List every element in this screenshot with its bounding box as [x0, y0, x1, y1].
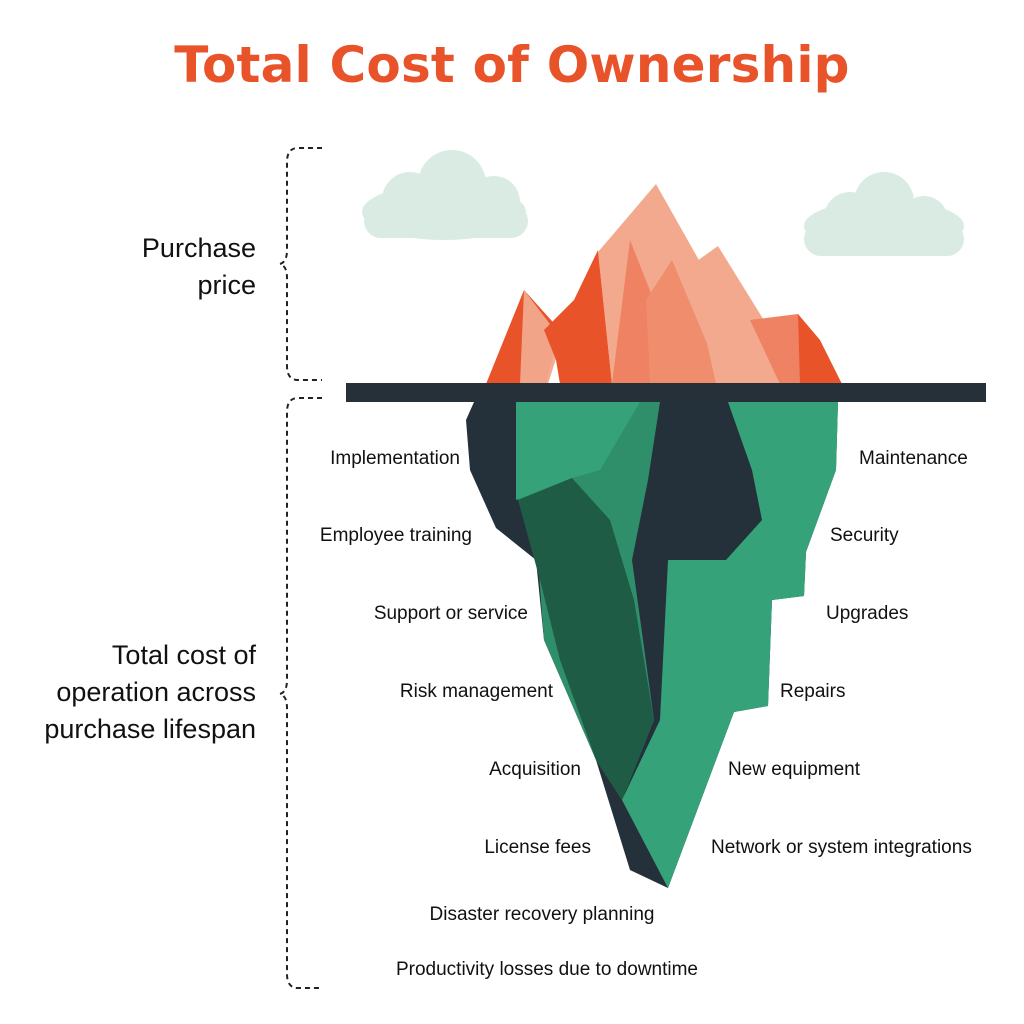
cost-item-right: New equipment	[728, 759, 861, 780]
section-label-line: Purchase	[141, 233, 256, 263]
iceberg-underwater	[466, 402, 838, 888]
cloud-right	[804, 172, 964, 256]
cost-item-right: Repairs	[780, 681, 846, 702]
section-label-line: purchase lifespan	[44, 714, 256, 744]
cost-item-left: License fees	[484, 837, 591, 858]
cost-item-right: Maintenance	[859, 448, 968, 469]
cost-item-left: Employee training	[319, 525, 472, 546]
bracket-top	[276, 147, 322, 381]
cloud-left	[362, 150, 528, 240]
section-label-line: price	[197, 270, 256, 300]
cost-item-right: Security	[830, 525, 899, 546]
page-title: Total Cost of Ownership	[174, 36, 850, 94]
water-line	[346, 383, 986, 402]
cost-item-left: Support or service	[373, 603, 528, 624]
cost-item-left: Implementation	[330, 448, 460, 469]
iceberg-tip	[486, 184, 842, 384]
cost-item-right: Upgrades	[826, 603, 909, 624]
cost-item-left: Risk management	[399, 681, 553, 702]
bracket-bottom	[276, 397, 322, 989]
section-label-line: Total cost of	[111, 640, 256, 670]
cost-item-left: Acquisition	[489, 759, 581, 780]
cost-item-right: Network or system integrations	[711, 837, 972, 858]
cost-item-bottom: Disaster recovery planning	[429, 904, 655, 925]
section-label-operation-cost: Total cost of operation across purchase …	[10, 637, 256, 748]
section-label-line: operation across	[56, 677, 256, 707]
section-label-purchase-price: Purchase price	[80, 230, 256, 304]
cost-item-bottom: Productivity losses due to downtime	[395, 959, 699, 980]
